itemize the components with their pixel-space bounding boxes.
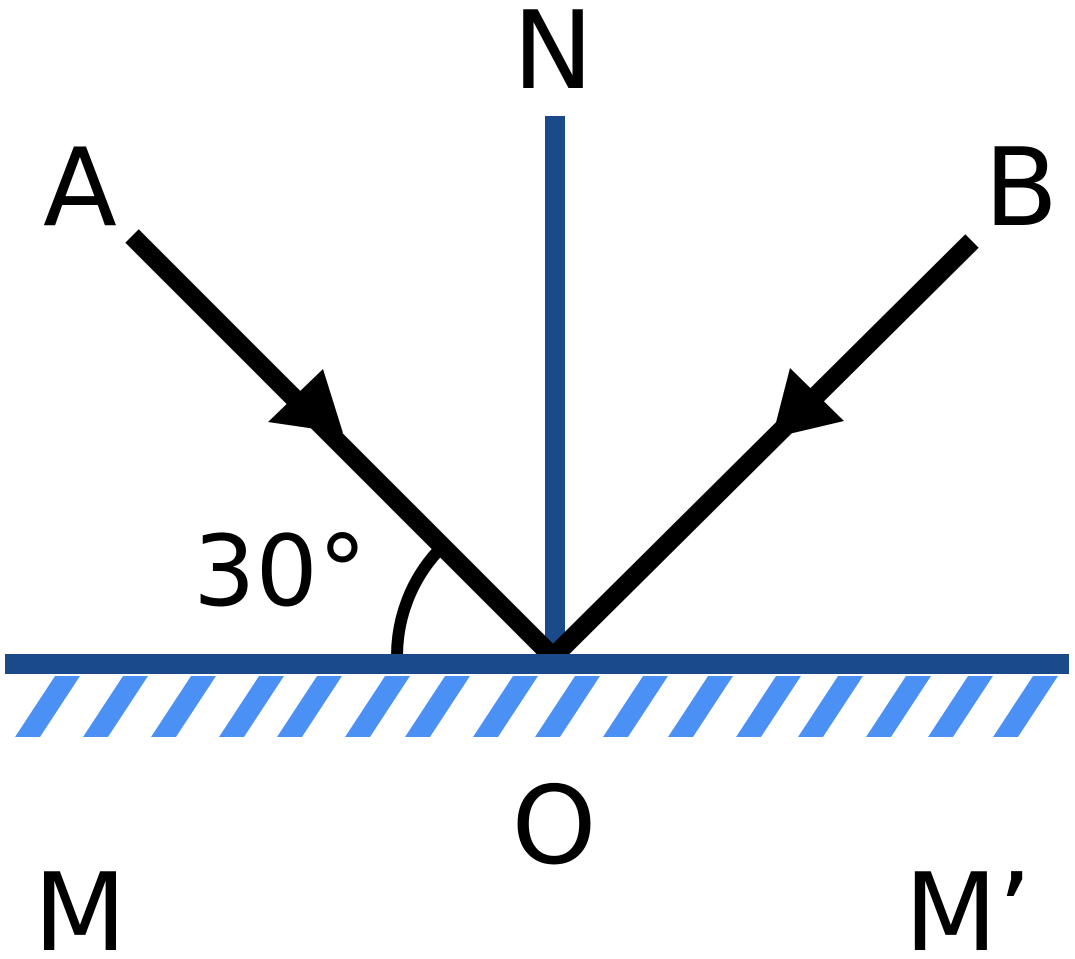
hatch-mark	[668, 676, 733, 737]
angle-arc	[391, 546, 443, 657]
incident-arrowhead	[268, 369, 343, 433]
mirror-line	[5, 654, 1069, 674]
incident-ray	[125, 229, 559, 663]
reflected-ray	[547, 234, 979, 663]
hatch-mark	[603, 676, 668, 737]
reflected-arrowhead	[772, 368, 844, 438]
hatch-mark	[736, 676, 801, 737]
label-a: A	[43, 126, 117, 251]
hatch-mark	[151, 676, 216, 737]
label-angle: 30°	[193, 515, 367, 629]
label-b: B	[984, 126, 1058, 251]
hatch-mark	[993, 676, 1058, 737]
label-m-prime: M’	[904, 851, 1032, 959]
hatch-mark	[277, 676, 342, 737]
hatch-mark	[405, 676, 470, 737]
hatch-mark	[866, 676, 931, 737]
hatch-mark	[473, 676, 538, 737]
hatch-mark	[798, 676, 863, 737]
hatch-mark	[15, 676, 80, 737]
label-n: N	[513, 0, 594, 114]
label-m: M	[33, 851, 126, 959]
hatch-mark	[83, 676, 148, 737]
hatch-mark	[928, 676, 993, 737]
normal-line	[545, 116, 565, 665]
label-o: O	[511, 764, 596, 889]
hatch-mark	[219, 676, 284, 737]
hatch-mark	[345, 676, 410, 737]
hatch-mark	[535, 676, 600, 737]
mirror-hatching	[15, 676, 1058, 737]
